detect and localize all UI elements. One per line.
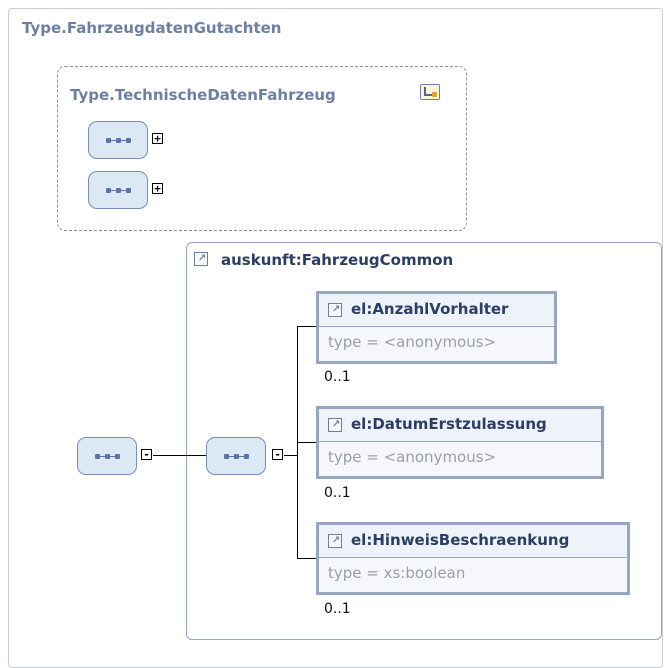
- expand-toggle-1[interactable]: +: [152, 133, 163, 144]
- occurrence-label: 0..1: [324, 601, 351, 617]
- sequence-icon: [207, 454, 265, 460]
- occurrence-label: 0..1: [324, 369, 351, 385]
- sequence-node-3[interactable]: [77, 437, 137, 475]
- complex-type-icon: [420, 84, 440, 100]
- connector-line: [297, 558, 316, 559]
- sequence-icon: [78, 454, 136, 460]
- element-type: type = <anonymous>: [328, 333, 497, 351]
- connector-line: [284, 455, 297, 456]
- connector-line: [153, 455, 206, 456]
- reference-arrow-icon: ↗: [194, 252, 208, 266]
- element-datum-erstzulassung[interactable]: ↗ el:DatumErstzulassung type = <anonymou…: [316, 406, 604, 479]
- sequence-icon: [89, 188, 147, 194]
- reference-arrow-icon: ↗: [328, 303, 342, 317]
- element-name: el:HinweisBeschraenkung: [351, 531, 570, 549]
- sequence-icon: [89, 138, 147, 144]
- element-name: el:AnzahlVorhalter: [351, 300, 509, 318]
- element-hinweis-beschraenkung[interactable]: ↗ el:HinweisBeschraenkung type = xs:bool…: [316, 522, 630, 595]
- connector-line: [297, 326, 316, 327]
- connector-line: [297, 442, 316, 443]
- expand-toggle-2[interactable]: +: [152, 183, 163, 194]
- technische-daten-group: [57, 66, 467, 231]
- technische-daten-title: Type.TechnischeDatenFahrzeug: [70, 86, 336, 104]
- element-type: type = <anonymous>: [328, 448, 497, 466]
- element-name: el:DatumErstzulassung: [351, 415, 547, 433]
- sequence-node-1[interactable]: [88, 121, 148, 159]
- collapse-toggle-2[interactable]: -: [272, 449, 283, 460]
- outer-type-title: Type.FahrzeugdatenGutachten: [22, 19, 282, 37]
- occurrence-label: 0..1: [324, 485, 351, 501]
- reference-arrow-icon: ↗: [328, 418, 342, 432]
- fahrzeug-common-title: auskunft:FahrzeugCommon: [221, 251, 454, 269]
- element-anzahl-vorhalter[interactable]: ↗ el:AnzahlVorhalter type = <anonymous>: [316, 291, 557, 364]
- collapse-toggle-1[interactable]: -: [141, 449, 152, 460]
- element-type: type = xs:boolean: [328, 564, 466, 582]
- reference-arrow-icon: ↗: [328, 534, 342, 548]
- sequence-node-2[interactable]: [88, 171, 148, 209]
- sequence-node-4[interactable]: [206, 437, 266, 475]
